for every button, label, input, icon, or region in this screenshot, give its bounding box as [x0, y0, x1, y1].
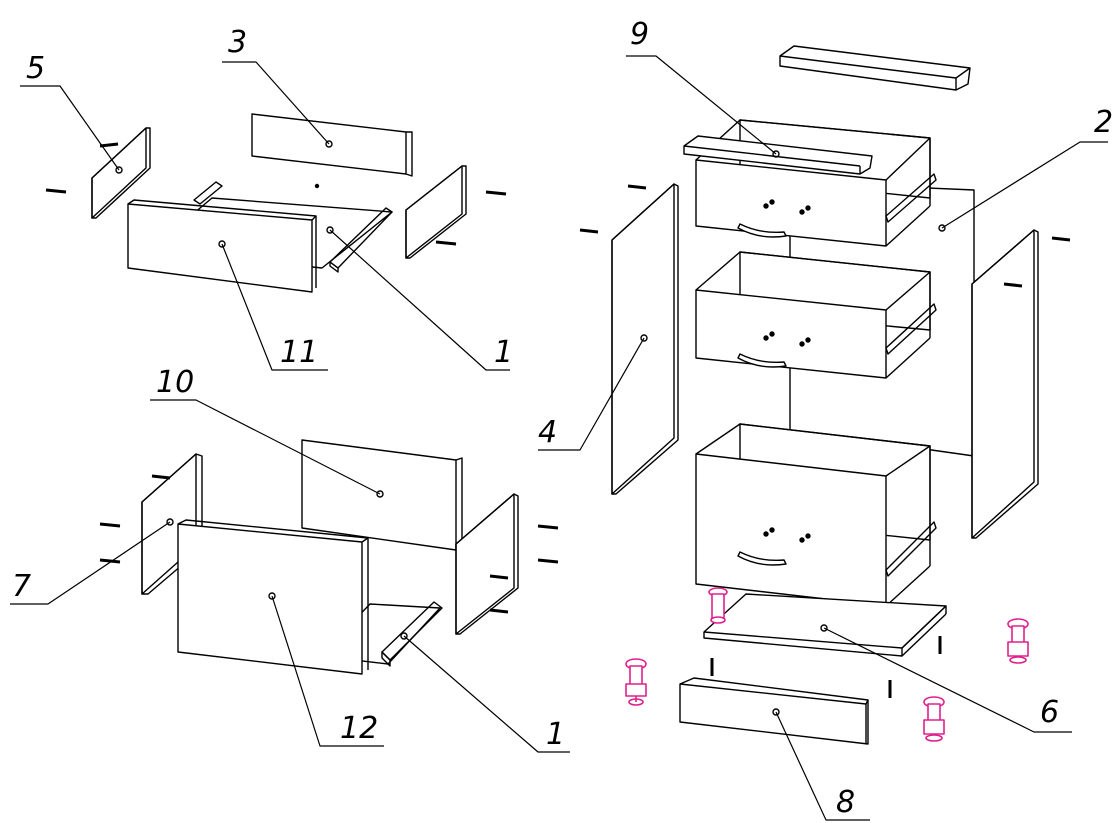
part-9-marker	[772, 150, 780, 158]
part-2-marker	[938, 224, 946, 232]
drawer-bottom	[695, 423, 937, 607]
part-12-marker	[268, 592, 276, 600]
part-3-marker	[325, 140, 333, 148]
callout-3: 3	[228, 25, 247, 60]
part-4-marker	[640, 334, 648, 342]
part-10-marker	[376, 490, 384, 498]
large-drawer-assembly	[99, 439, 559, 675]
callout-10: 10	[156, 365, 194, 400]
part-3-back-panel	[251, 113, 413, 189]
drawer-middle	[695, 251, 937, 379]
callout-4: 4	[538, 415, 557, 450]
part-5-side-panel	[45, 127, 151, 219]
callout-5: 5	[26, 51, 45, 86]
foot-2	[625, 658, 647, 706]
leader-lines	[10, 55, 1108, 821]
large-drawer-right-side	[455, 493, 559, 635]
foot-1	[708, 587, 728, 624]
part-6-marker	[820, 624, 828, 632]
callout-9: 9	[630, 17, 649, 52]
part-6-base-panel	[703, 593, 947, 698]
callout-12: 12	[340, 711, 378, 746]
part-7-marker	[166, 518, 174, 526]
part-12-front-panel	[177, 519, 369, 675]
part-5-marker	[115, 166, 123, 174]
callout-1-bottom: 1	[546, 717, 565, 752]
callout-8: 8	[836, 785, 855, 820]
part-4-left-side	[579, 183, 679, 495]
small-drawer-right-side	[405, 165, 507, 259]
foot-4	[923, 696, 945, 742]
part-1-marker-top	[326, 226, 334, 234]
callout-2: 2	[1094, 105, 1112, 140]
leveling-feet	[625, 587, 1029, 742]
callout-7: 7	[12, 569, 31, 604]
part-9-rail	[683, 135, 873, 175]
small-drawer-assembly	[45, 113, 507, 293]
callout-numbers: 5 3 9 2 11 1 10 4 7 12 1 6 8	[12, 17, 1112, 820]
callout-11: 11	[280, 335, 318, 370]
part-8-plinth	[679, 677, 869, 745]
foot-3	[1007, 618, 1029, 664]
cabinet-assembly	[579, 45, 1071, 745]
part-1-marker-bottom	[400, 632, 408, 640]
part-11-marker	[218, 240, 226, 248]
callout-1-top: 1	[494, 335, 513, 370]
part-8-marker	[772, 708, 780, 716]
drawer-top	[683, 119, 937, 247]
cabinet-right-side	[971, 229, 1071, 539]
part-11-front-panel	[127, 199, 317, 293]
callout-6: 6	[1040, 695, 1059, 730]
